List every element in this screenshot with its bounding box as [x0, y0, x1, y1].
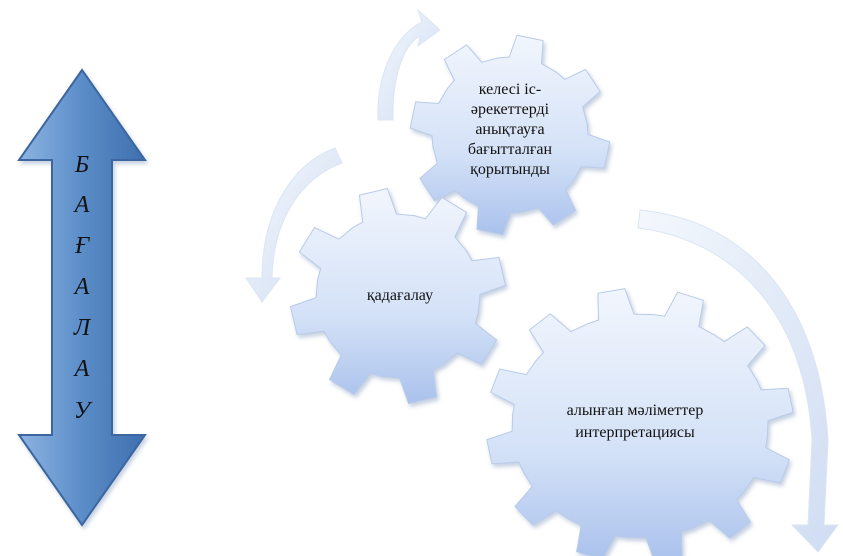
curved-arrow-left [245, 147, 343, 303]
gear-top-text: келесі іс- әрекеттерді анықтауға бағытта… [468, 81, 553, 178]
double-arrow-shape [17, 68, 147, 527]
gear-left-text: қадағалау [367, 287, 433, 304]
arrow-letter-1: Б [74, 152, 89, 178]
arrow-letter-2: А [73, 192, 90, 218]
gear-top-line-3: анықтауға [475, 121, 544, 138]
arrow-letter-3: Ғ [74, 233, 90, 259]
gear-top-line-5: қорытынды [470, 161, 550, 178]
gear-left-line-1: қадағалау [367, 287, 433, 304]
gear-top-line-1: келесі іс- [479, 81, 541, 98]
vertical-double-arrow: Б А Ғ А Л А У [17, 68, 147, 527]
gear-bottom-shape [486, 288, 794, 556]
gear-bottom-line-1: алынған мәліметтер [567, 402, 704, 419]
gear-bottom-line-2: интерпретациясы [575, 424, 695, 441]
gear-top-line-4: бағытталған [468, 141, 553, 158]
arrow-letter-6: А [73, 356, 90, 382]
arrow-letter-7: У [74, 398, 93, 424]
gear-left-shape [289, 187, 507, 405]
gear-top-shape [409, 34, 611, 236]
arrow-letter-4: А [73, 274, 90, 300]
curved-arrow-top [377, 8, 441, 121]
curved-arrow-right [637, 209, 839, 553]
gear-bottom-text: алынған мәліметтер интерпретациясы [567, 402, 704, 441]
gear-top-line-2: әрекеттерді [471, 101, 550, 118]
arrow-letter-5: Л [73, 315, 92, 341]
